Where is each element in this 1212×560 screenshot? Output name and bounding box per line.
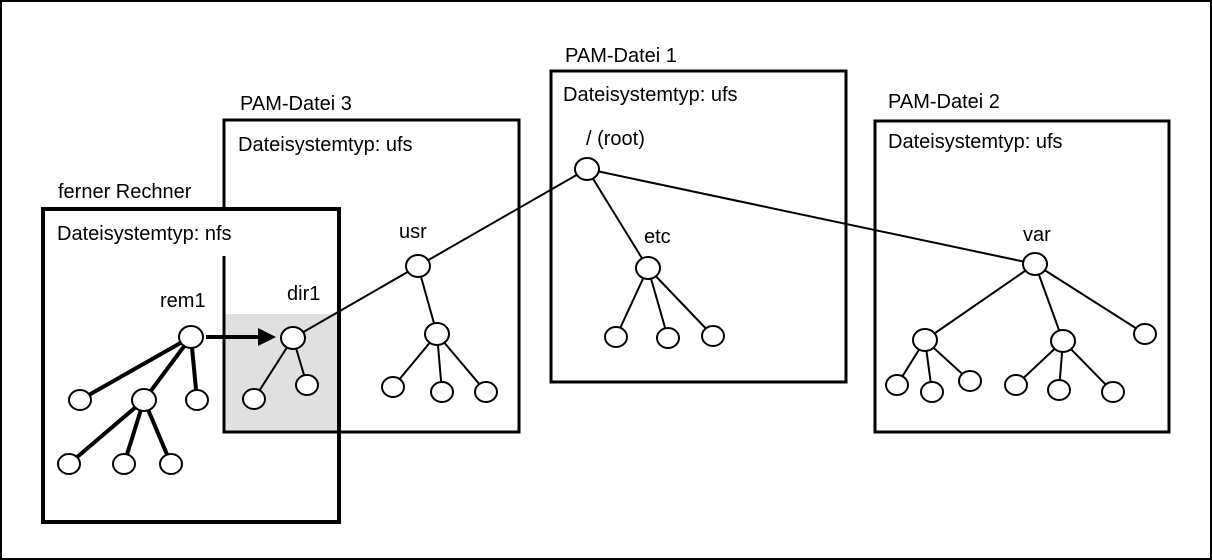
- edge-etc-child: [615, 267, 649, 338]
- edge-rem1-child: [142, 335, 193, 402]
- edge-rem1-child: [79, 335, 192, 402]
- box-remote-fstype: Dateisystemtyp: nfs: [57, 223, 232, 245]
- node-rem1: [178, 325, 204, 349]
- mount-highlight: [224, 314, 339, 432]
- box-pam3-border-lower: [222, 256, 340, 434]
- node-leaf: [604, 326, 628, 348]
- box-remote: ferner Rechner Dateisystemtyp: nfs: [41, 181, 341, 524]
- node-root: [574, 157, 600, 181]
- node-leaf: [159, 453, 183, 475]
- edge-root-usr: [417, 168, 588, 267]
- node-var: [1022, 252, 1048, 276]
- box-pam1-border: [549, 69, 848, 384]
- node-leaf: [185, 389, 209, 411]
- label-usr: usr: [399, 221, 427, 243]
- edge-usr-dir1: [292, 265, 419, 339]
- label-etc: etc: [644, 226, 671, 248]
- node-leaf: [242, 388, 266, 410]
- edge-etc-child: [647, 267, 714, 337]
- node-dir1: [280, 326, 306, 350]
- box-pam2-border: [873, 119, 1171, 434]
- node-leaf: [474, 381, 498, 403]
- node-dir: [912, 328, 938, 352]
- box-pam3-fstype: Dateisystemtyp: ufs: [238, 134, 413, 156]
- box-pam3: PAM-Datei 3 Dateisystemtyp: ufs: [222, 93, 521, 434]
- label-rem1: rem1: [160, 290, 206, 312]
- node-leaf: [1133, 323, 1157, 345]
- edge-var-child: [1034, 263, 1146, 335]
- node-leaf: [656, 327, 680, 349]
- box-pam2-fstype: Dateisystemtyp: ufs: [888, 131, 1063, 153]
- node-leaf: [1101, 381, 1125, 403]
- node-leaf: [381, 376, 405, 398]
- box-pam1-title: PAM-Datei 1: [565, 45, 677, 67]
- node-leaf: [112, 453, 136, 475]
- edge-rem1-grandchild: [67, 398, 146, 466]
- label-dir1: dir1: [287, 283, 320, 305]
- edge-root-etc: [586, 168, 649, 269]
- label-root: / (root): [586, 128, 645, 150]
- node-leaf: [68, 389, 92, 411]
- node-dir: [1050, 329, 1076, 353]
- edge-etc-child: [647, 267, 669, 339]
- node-leaf: [701, 325, 725, 347]
- node-leaf: [885, 374, 909, 396]
- node-usr: [405, 254, 431, 278]
- box-pam2: PAM-Datei 2 Dateisystemtyp: ufs: [873, 91, 1171, 434]
- node-leaf: [57, 453, 81, 475]
- node-dir: [131, 388, 157, 412]
- node-leaf: [430, 381, 454, 403]
- label-var: var: [1023, 224, 1051, 246]
- node-leaf: [295, 374, 319, 396]
- node-dir: [424, 322, 450, 346]
- mount-arrow-head: [258, 328, 276, 346]
- mount-arrow: [206, 328, 276, 346]
- box-remote-title: ferner Rechner: [58, 181, 192, 203]
- node-leaf: [1047, 379, 1071, 401]
- tree-nodes: [57, 157, 1157, 475]
- edge-var-child: [924, 263, 1036, 341]
- node-etc: [635, 256, 661, 280]
- box-pam3-title: PAM-Datei 3: [240, 93, 352, 115]
- box-pam1-fstype: Dateisystemtyp: ufs: [563, 84, 738, 106]
- edge-root-var: [586, 168, 1036, 265]
- node-leaf: [1004, 374, 1028, 396]
- node-leaf: [920, 381, 944, 403]
- node-leaf: [958, 370, 982, 392]
- edge-var-child: [1034, 263, 1064, 342]
- box-remote-border: [41, 207, 341, 524]
- box-pam2-title: PAM-Datei 2: [888, 91, 1000, 113]
- edge-usr-grandchild: [436, 333, 487, 393]
- box-pam1: PAM-Datei 1 Dateisystemtyp: ufs: [549, 45, 848, 384]
- node-labels: / (root) etc var usr dir1 rem1: [160, 128, 1051, 312]
- box-pam3-border: [222, 118, 521, 434]
